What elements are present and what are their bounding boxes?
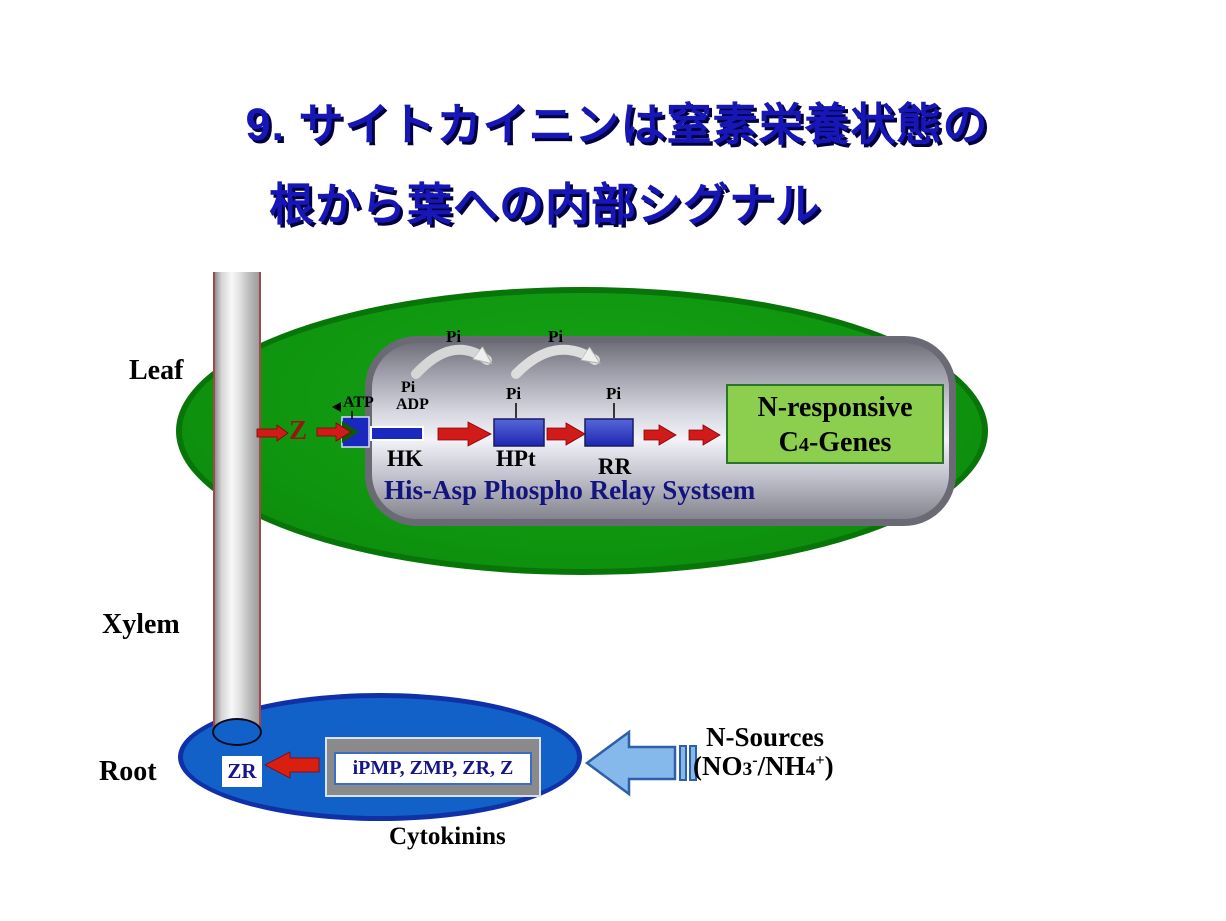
adp-label: ADP <box>396 396 429 413</box>
xylem-tube-opening <box>212 718 262 746</box>
zeatin-label: Z <box>289 415 308 445</box>
pi-over-rr-label: Pi <box>606 384 622 403</box>
n-sources-formula: (NO3-/NH4+) <box>693 751 834 781</box>
cytokinin-pool-inner: iPMP, ZMP, ZR, Z <box>334 752 532 785</box>
n-source-arrow-icon <box>584 729 677 797</box>
gene-box-line-1: N-responsive <box>757 392 913 423</box>
leaf-label: Leaf <box>129 355 184 386</box>
xylem-label: Xylem <box>102 609 180 640</box>
root-label: Root <box>99 756 157 787</box>
relay-system-title: His-Asp Phospho Relay Systsem <box>384 475 756 505</box>
slide-title-line-2: 根から葉への内部シグナル <box>268 179 822 230</box>
gene-box-line-2: C4-Genes <box>778 427 892 458</box>
cytokinin-pool-box: iPMP, ZMP, ZR, Z <box>325 737 541 797</box>
pi-curve-2-label: Pi <box>548 327 564 346</box>
n-source-arrow-bar-1-icon <box>679 745 687 781</box>
hpt-label: HPt <box>496 446 536 471</box>
pi-over-adp-label: Pi <box>401 379 416 396</box>
rr-label: RR <box>598 454 632 479</box>
pi-curve-1-label: Pi <box>446 327 462 346</box>
n-responsive-genes-box: N-responsive C4-Genes <box>726 384 944 464</box>
n-sources-title: N-Sources <box>706 722 824 752</box>
zr-label: ZR <box>227 759 257 783</box>
pi-over-hpt-label: Pi <box>506 384 522 403</box>
zr-box: ZR <box>222 756 262 787</box>
atp-label: ATP <box>343 394 374 411</box>
cytokinins-label: Cytokinins <box>389 823 506 850</box>
hk-label: HK <box>387 446 423 471</box>
xylem-tube <box>213 272 261 732</box>
cytokinin-pool-label: iPMP, ZMP, ZR, Z <box>352 757 514 779</box>
slide-title-line-1: 9. サイトカイニンは窒素栄養状態の <box>245 99 989 150</box>
